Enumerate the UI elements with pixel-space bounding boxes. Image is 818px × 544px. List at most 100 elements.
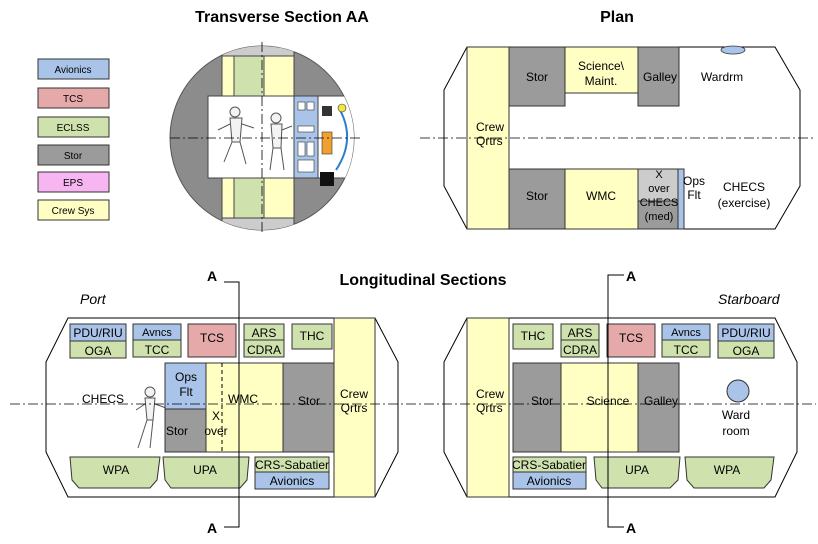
starboard-crs-sabatier-label: CRS-Sabatier [512,458,586,472]
legend-label-eclss: ECLSS [57,123,90,134]
plan-x-label: X [655,169,663,181]
plan-galley-label: Galley [643,70,677,84]
port-cut-marker-top: A [207,268,217,284]
starboard-tcs [606,323,656,358]
plan-stor-top-label: Stor [526,70,548,84]
starboard-science [560,362,639,453]
port-thc [291,323,333,350]
starboard-cut-marker-top: A [626,268,636,284]
port-section: Crew Qrtrs PDU/RIU OGA Avncs TCC TCS ARS… [45,317,399,498]
starboard-avncs-label: Avncs [671,327,701,339]
port-wpa-label: WPA [103,463,129,477]
port-cdra [243,339,285,358]
port-flt-label: Flt [179,385,193,399]
starboard-cut-marker-bottom: A [626,520,636,536]
port-cut-marker-bottom: A [207,520,217,536]
plan-med-label: (med) [645,211,674,223]
legend-swatch-stor [37,144,110,166]
starboard-cdra-label: CDRA [563,343,597,357]
legend-label-avionics: Avionics [54,65,91,76]
legend-swatch-eps [37,171,110,193]
transverse-top-crew-left [221,55,235,97]
starboard-ward-room-window [726,379,750,403]
plan-ops-flt-rack [677,168,685,230]
plan-title: Plan [600,9,634,26]
plan-science-maint [564,46,639,94]
legend-label-crew-sys: Crew Sys [52,206,95,217]
port-crew-figure [135,386,167,449]
transverse-panel [322,106,332,116]
starboard-avionics-label: Avionics [527,474,571,488]
plan-wardrm-window [720,45,746,55]
legend-swatch-tcs [37,87,110,109]
port-wmc [205,362,284,453]
port-stor-small-label: Stor [166,424,188,438]
transverse-equipment [321,131,333,155]
starboard-tcs-label: TCS [619,331,643,345]
starboard-room-label: room [722,424,749,438]
port-thc-label: THC [300,329,325,343]
port-over-label: over [204,424,227,438]
starboard-avionics [512,471,587,490]
plan-wardrm-label: Wardrm [701,70,743,84]
plan-maint-label: Maint. [585,74,618,88]
starboard-stor-label: Stor [531,394,553,408]
starboard-galley-label: Galley [644,394,678,408]
plan-crew-qrtrs-label-1: Crew [476,120,504,134]
starboard-tcc-label: TCC [674,343,699,357]
transverse-box [320,172,334,186]
starboard-upa-label: UPA [625,463,649,477]
transverse-top-crew-right [263,55,295,97]
plan-wmc-label: WMC [586,189,616,203]
crew-figure-left [217,106,255,165]
starboard-tcc [661,339,711,358]
starboard-thc-label: THC [521,329,546,343]
transverse-bottom-crew-right [263,177,295,219]
crew-figure-right [269,112,293,171]
plan-ops-label: Ops [683,174,705,188]
port-avncs-label: Avncs [142,327,172,339]
legend-swatch-crew-sys [37,199,110,221]
port-upa-label: UPA [193,463,217,477]
transverse-section-title: Transverse Section AA [195,9,369,26]
port-x-label: X [212,409,220,423]
port-tcs [187,323,237,358]
starboard-galley [637,362,680,453]
plan-galley [637,46,680,107]
plan-stor-top [508,46,566,107]
starboard-crew-qrtrs-label-1: Crew [476,387,504,401]
plan-exercise-label: (exercise) [718,196,771,210]
starboard-oga [717,340,775,359]
legend-label-stor: Stor [64,151,83,162]
port-stor-label: Stor [298,394,320,408]
plan-over-label: over [648,183,670,195]
port-checs-label: CHECS [82,392,124,406]
port-ars-label: ARS [252,326,277,340]
port-oga-label: OGA [85,344,112,358]
longitudinal-sections-title: Longitudinal Sections [339,272,506,289]
plan-crew-qrtrs-label-2: Qrtrs [476,134,503,148]
port-avionics [254,471,330,490]
port-cdra-label: CDRA [247,343,281,357]
port-crew-qrtrs-label-2: Qrtrs [341,401,368,415]
starboard-section-cut: A A [607,268,636,536]
port-wpa [69,456,161,489]
legend-swatch-eclss [37,116,110,138]
port-wmc-label: WMC [228,392,258,406]
port-section-cut: A A [207,268,240,536]
transverse-top-eclss [233,55,265,97]
port-avionics-label: Avionics [270,474,314,488]
legend-label-tcs: TCS [63,94,83,105]
starboard-wpa [684,456,775,489]
port-tcc [132,339,182,358]
port-pdu-riu-label: PDU/RIU [73,326,122,340]
starboard-label: Starboard [718,291,781,307]
starboard-wpa-label: WPA [714,463,740,477]
port-stor [282,362,335,453]
legend-label-eps: EPS [63,178,83,189]
plan-checs-med-label: CHECS [640,197,679,209]
plan-wmc [564,168,639,230]
plan-flt-label: Flt [687,188,701,202]
starboard-upa [593,456,681,489]
